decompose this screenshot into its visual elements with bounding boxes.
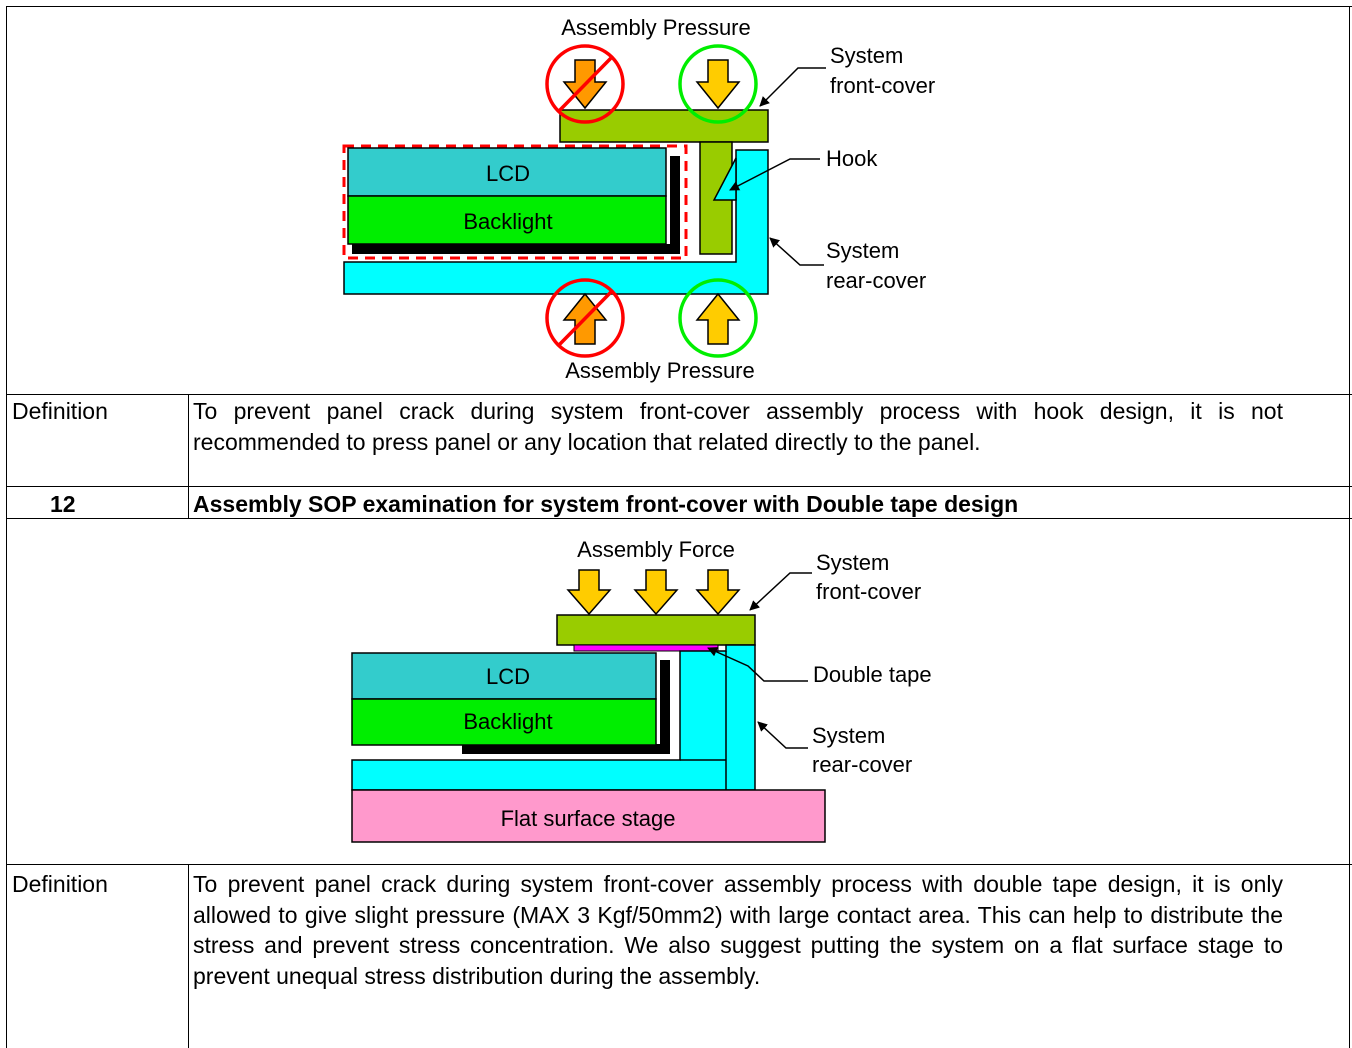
flat-surface-stage — [351, 789, 826, 843]
table-column-divider — [188, 864, 189, 1048]
backlight-label: Backlight — [463, 709, 552, 734]
front-cover-callout-line — [749, 572, 812, 611]
backlight-block — [351, 698, 657, 746]
rear-cover-callout-line — [757, 721, 808, 749]
lcd-label: LCD — [486, 664, 530, 689]
force-arrow — [633, 569, 679, 616]
rear-cover-label-line2: rear-cover — [826, 268, 926, 293]
front-cover — [556, 614, 756, 646]
panel-dashed-outline — [342, 144, 688, 260]
panel-shadow — [660, 660, 670, 752]
rear-cover-label-line1: System — [826, 238, 899, 263]
rear-cover-label-line2: rear-cover — [812, 752, 912, 777]
section-title: Assembly SOP examination for system fron… — [193, 491, 1019, 517]
front-cover — [559, 109, 769, 143]
assembly-pressure-top-label: Assembly Pressure — [561, 15, 751, 40]
rear-cover — [351, 644, 756, 791]
good-pressure-arrow-bottom — [678, 278, 758, 358]
rear-cover-label-line1: System — [812, 723, 885, 748]
double-tape — [573, 644, 719, 652]
hook-callout-line — [729, 158, 820, 191]
lcd-block — [351, 652, 657, 700]
definition-text: To prevent panel crack during system fro… — [193, 871, 1283, 989]
front-cover-label-line2: front-cover — [816, 579, 921, 604]
rear-cover-callout-line — [769, 237, 824, 266]
definition-text: To prevent panel crack during system fro… — [193, 398, 1283, 455]
panel-shadow — [352, 244, 680, 254]
good-pressure-arrow-top — [678, 44, 758, 124]
table-column-divider — [188, 394, 189, 518]
hook-label: Hook — [826, 146, 878, 171]
front-cover-label-line1: System — [816, 550, 889, 575]
table-border-left — [6, 6, 7, 1048]
table-divider — [6, 394, 1352, 395]
table-border-top — [6, 6, 1352, 7]
table-divider — [6, 486, 1352, 487]
panel-shadow — [462, 744, 670, 754]
table-divider — [6, 518, 1352, 519]
assembly-pressure-bottom-label: Assembly Pressure — [565, 358, 755, 383]
bad-pressure-arrow-bottom — [545, 278, 625, 358]
hook — [712, 157, 737, 201]
double-tape-design-diagram: Assembly Force LCD Backlight Flat surfac… — [351, 537, 932, 843]
backlight-label: Backlight — [463, 209, 552, 234]
lcd-block — [347, 147, 667, 197]
table-border-right — [1349, 6, 1350, 1048]
front-cover-label-line1: System — [830, 43, 903, 68]
lcd-label: LCD — [486, 161, 530, 186]
force-arrow — [695, 569, 741, 616]
double-tape-callout-line — [707, 647, 808, 682]
double-tape-label: Double tape — [813, 662, 932, 687]
table-divider — [6, 864, 1352, 865]
backlight-block — [347, 195, 667, 245]
front-cover-label-line2: front-cover — [830, 73, 935, 98]
rear-cover — [343, 149, 769, 295]
section-number: 12 — [50, 491, 76, 517]
bad-pressure-arrow-top — [545, 44, 625, 124]
front-cover-callout-line — [759, 67, 826, 107]
force-arrow — [566, 569, 612, 616]
definition-label: Definition — [12, 871, 108, 897]
stage-label: Flat surface stage — [501, 806, 676, 831]
panel-shadow — [670, 156, 680, 254]
definition-label: Definition — [12, 398, 108, 424]
assembly-force-label: Assembly Force — [577, 537, 735, 562]
front-cover-post — [699, 141, 733, 255]
